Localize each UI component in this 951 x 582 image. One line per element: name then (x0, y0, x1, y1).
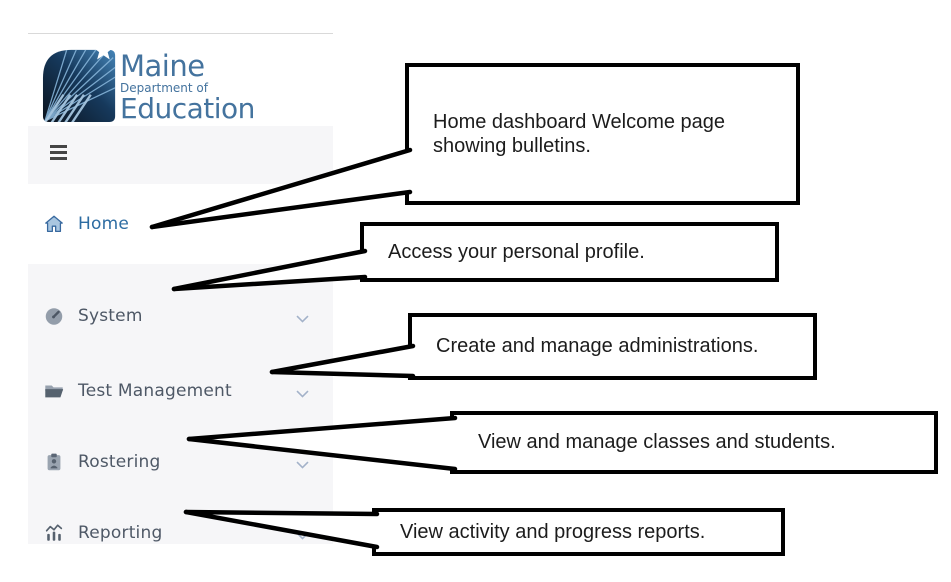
maine-doe-logo-icon (42, 40, 116, 122)
callout-text: Home dashboard Welcome page showing bull… (433, 110, 726, 157)
chevron-down-icon (296, 383, 309, 402)
callout-text: View activity and progress reports. (400, 520, 706, 543)
chevron-down-icon (296, 454, 309, 473)
sidebar-item-test-management[interactable]: Test Management (28, 367, 333, 415)
logo-line-maine: Maine (120, 49, 205, 83)
sidebar-item-system[interactable]: System (28, 292, 333, 340)
sidebar-item-label: Reporting (78, 523, 163, 543)
hamburger-icon (50, 145, 67, 148)
sidebar-item-rostering[interactable]: Rostering (28, 438, 333, 486)
sidebar-item-label: Home (78, 214, 130, 234)
callout-system: Access your personal profile. (360, 222, 779, 282)
callout-test-management: Create and manage administrations. (408, 313, 817, 380)
callout-text: Access your personal profile. (388, 240, 645, 263)
sidebar-nav: Home System (28, 126, 333, 544)
sidebar-item-label: Rostering (78, 452, 161, 472)
clipboard-person-icon (42, 450, 66, 474)
sidebar-item-home[interactable]: Home (28, 184, 333, 264)
sidebar: Maine Department of Education Home (28, 33, 333, 544)
logo-line-department: Department of (120, 81, 208, 95)
logo-wordmark: Maine Department of Education (120, 52, 255, 123)
chevron-down-icon (296, 308, 309, 327)
logo-line-education: Education (120, 92, 255, 125)
sidebar-item-label: System (78, 306, 143, 326)
gauge-icon (42, 304, 66, 328)
callout-text: Create and manage administrations. (436, 335, 759, 358)
sidebar-item-reporting[interactable]: Reporting (28, 509, 333, 557)
callout-rostering: View and manage classes and students. (450, 411, 938, 474)
callout-home: Home dashboard Welcome page showing bull… (405, 63, 800, 205)
folder-icon (42, 379, 66, 403)
chevron-down-icon (296, 525, 309, 544)
app-logo: Maine Department of Education (28, 34, 333, 126)
callout-reporting: View activity and progress reports. (372, 508, 785, 556)
star-icon (93, 40, 114, 60)
home-icon (42, 212, 66, 236)
callout-text: View and manage classes and students. (478, 431, 836, 454)
menu-toggle-button[interactable] (50, 145, 72, 163)
bar-chart-icon (42, 521, 66, 545)
sidebar-item-label: Test Management (78, 381, 232, 401)
